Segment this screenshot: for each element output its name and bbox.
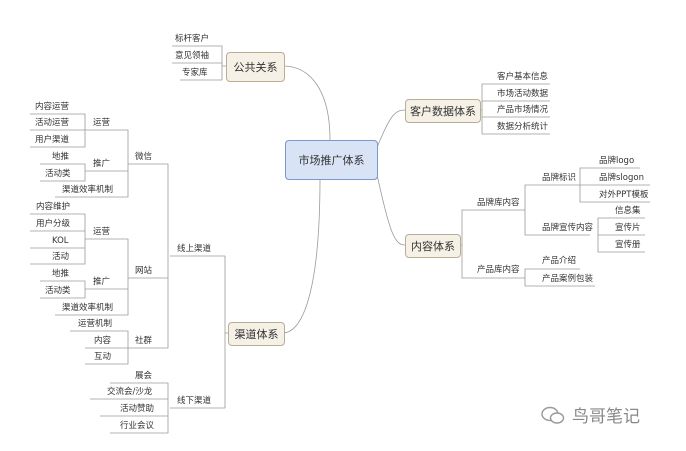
node[interactable]: 网站 (135, 266, 153, 276)
node[interactable]: 意见领袖 (175, 51, 210, 61)
node[interactable]: 用户渠道 (35, 135, 70, 145)
node[interactable]: 内容 (94, 336, 112, 346)
node[interactable]: 活动类 (45, 169, 71, 179)
node[interactable]: 互动 (94, 352, 112, 362)
node[interactable]: 对外PPT模板 (599, 190, 649, 200)
node[interactable]: 交流会/沙龙 (107, 387, 153, 397)
node[interactable]: 品牌库内容 (477, 198, 520, 208)
node[interactable]: 宣传册 (615, 240, 641, 250)
node[interactable]: 运营 (93, 227, 111, 237)
node[interactable]: 产品案例包装 (542, 274, 594, 284)
node[interactable]: 行业会议 (120, 421, 155, 431)
node[interactable]: 内容维护 (36, 202, 71, 212)
node[interactable]: 运营机制 (78, 319, 113, 329)
node[interactable]: 品牌slogon (599, 173, 644, 183)
node[interactable]: 线上渠道 (177, 244, 212, 254)
node[interactable]: 客户基本信息 (497, 72, 549, 82)
node[interactable]: 内容运营 (35, 102, 70, 112)
node[interactable]: 产品介绍 (542, 256, 577, 266)
wechat-icon (541, 406, 565, 424)
node[interactable]: 标杆客户 (175, 34, 210, 44)
topic-content[interactable]: 内容体系 (405, 234, 461, 258)
node[interactable]: 宣传片 (615, 223, 641, 233)
node[interactable]: 社群 (135, 336, 153, 346)
node[interactable]: 信息集 (615, 206, 641, 216)
node[interactable]: 品牌标识 (542, 173, 577, 183)
watermark: 鸟哥笔记 (540, 402, 640, 427)
node[interactable]: 渠道效率机制 (62, 303, 114, 313)
node[interactable]: 展会 (135, 371, 153, 381)
node[interactable]: 专家库 (182, 68, 208, 78)
node[interactable]: 市场活动数据 (497, 89, 549, 99)
node[interactable]: 用户分级 (36, 219, 71, 229)
topic-public-relations[interactable]: 公共关系 (226, 52, 285, 82)
topic-customer-data[interactable]: 客户数据体系 (405, 99, 481, 123)
node[interactable]: 地推 (52, 269, 70, 279)
node[interactable]: 品牌logo (599, 156, 635, 166)
node[interactable]: 数据分析统计 (497, 122, 549, 132)
central-topic[interactable]: 市场推广体系 (285, 140, 378, 180)
node[interactable]: 活动赞助 (120, 404, 155, 414)
node[interactable]: 活动运营 (35, 118, 70, 128)
node[interactable]: 活动类 (45, 286, 71, 296)
topic-channel[interactable]: 渠道体系 (228, 322, 285, 346)
node[interactable]: 线下渠道 (177, 396, 212, 406)
watermark-text: 鸟哥笔记 (572, 407, 640, 427)
node[interactable]: 推广 (93, 277, 111, 287)
node[interactable]: 推广 (93, 159, 111, 169)
node[interactable]: 微信 (135, 152, 153, 162)
node[interactable]: 活动 (52, 252, 70, 262)
node[interactable]: 品牌宣传内容 (542, 223, 594, 233)
node[interactable]: 产品库内容 (477, 265, 520, 275)
node[interactable]: 渠道效率机制 (62, 185, 114, 195)
node[interactable]: 产品市场情况 (497, 105, 549, 115)
node[interactable]: 地推 (52, 152, 70, 162)
node[interactable]: KOL (52, 236, 69, 246)
node[interactable]: 运营 (93, 118, 111, 128)
